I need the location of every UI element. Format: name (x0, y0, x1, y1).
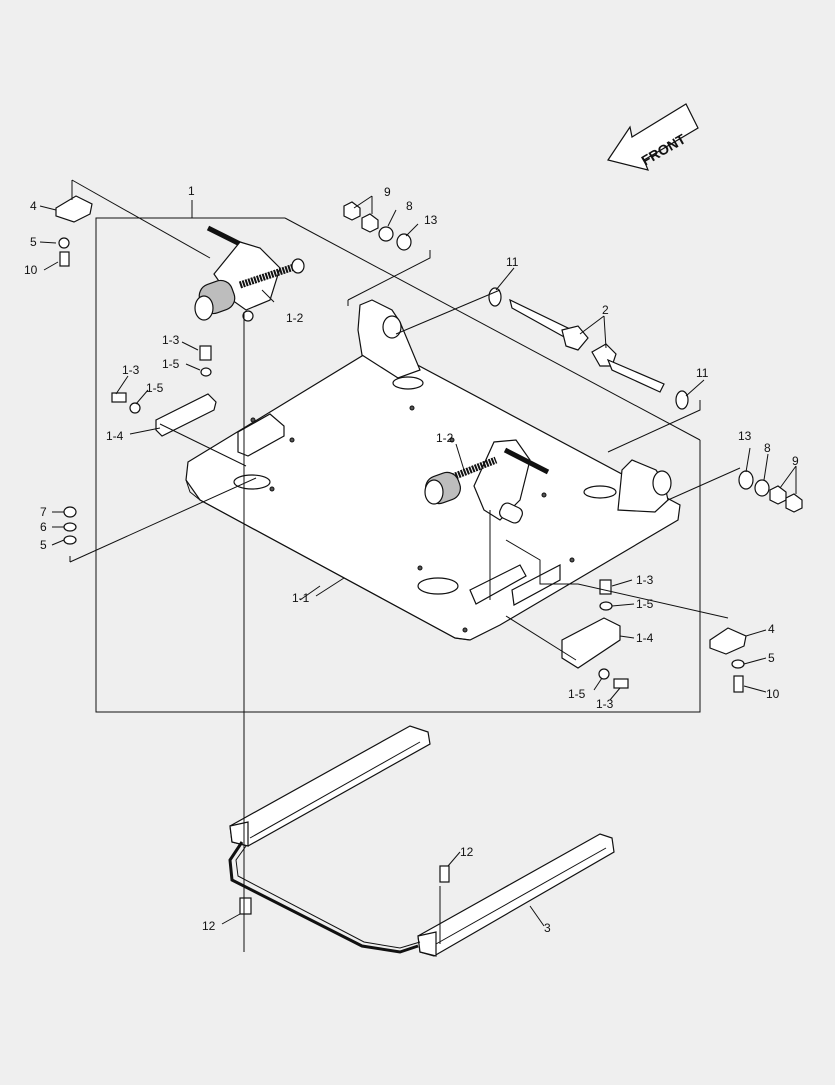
bolt-10a (59, 251, 70, 267)
callout-10-right: 10 (766, 687, 780, 701)
callout-5-left-bottom: 5 (40, 538, 47, 552)
seat-rail-left (229, 725, 431, 847)
callout-1-5-right-bottom: 1-5 (568, 687, 586, 701)
lever-assembly-upper (194, 225, 305, 322)
adjustment-bar (228, 841, 421, 954)
front-arrow: FRONT (607, 103, 699, 171)
washer-5a (58, 237, 70, 249)
pivot-pin-right (591, 343, 665, 393)
callout-1-3-left: 1-3 (122, 363, 140, 377)
callout-12-left: 12 (202, 919, 216, 933)
callout-5-left-top: 5 (30, 235, 37, 249)
bolt-1-3b (111, 392, 127, 403)
seat-rail-right (417, 833, 615, 957)
callout-3: 3 (544, 921, 551, 935)
callout-6: 6 (40, 520, 47, 534)
callout-1-3-right-bottom: 1-3 (596, 697, 614, 711)
callout-1: 1 (188, 184, 195, 198)
callout-4-left: 4 (30, 199, 37, 213)
clip-bracket-left (55, 195, 93, 223)
bracket-1-4-right (561, 617, 621, 669)
callout-5-right: 5 (768, 651, 775, 665)
callout-9-top: 9 (384, 185, 391, 199)
callout-1-3-upper: 1-3 (162, 333, 180, 347)
callout-1-4-right: 1-4 (636, 631, 654, 645)
callout-1-4-left: 1-4 (106, 429, 124, 443)
assembly-boundary (95, 200, 701, 713)
callout-1-5-left: 1-5 (146, 381, 164, 395)
callout-labels: 1 4 5 10 9 8 13 11 2 1-2 1-3 1-5 11 1-3 … (24, 184, 799, 935)
callout-11-top: 11 (506, 255, 519, 269)
bolt-1-3a (199, 345, 212, 361)
callout-12-right: 12 (460, 845, 474, 859)
callout-1-3-right-top: 1-3 (636, 573, 654, 587)
callout-ticks (39, 195, 797, 927)
callout-1-2-lower: 1-2 (436, 431, 454, 445)
hinge-bracket-right (617, 459, 672, 513)
callout-8-right: 8 (764, 441, 771, 455)
callout-1-2-upper: 1-2 (286, 311, 304, 325)
leader-lines (69, 179, 741, 952)
callout-10-left: 10 (24, 263, 38, 277)
callout-2: 2 (602, 303, 609, 317)
callout-1-5-right-top: 1-5 (636, 597, 654, 611)
callout-9-right: 9 (792, 454, 799, 468)
bracket-1-4-left (155, 393, 217, 437)
callout-4-right: 4 (768, 622, 775, 636)
callout-11-right: 11 (696, 366, 709, 380)
hinge-bracket-left (357, 299, 421, 379)
callout-7: 7 (40, 505, 47, 519)
callout-8-top: 8 (406, 199, 413, 213)
callout-13-right: 13 (738, 429, 752, 443)
callout-1-1: 1-1 (292, 591, 310, 605)
callout-13-top: 13 (424, 213, 438, 227)
lever-assembly-lower (424, 439, 550, 524)
pivot-pin-left (509, 298, 589, 351)
callout-1-5-upper: 1-5 (162, 357, 180, 371)
clip-bracket-right (709, 627, 747, 655)
